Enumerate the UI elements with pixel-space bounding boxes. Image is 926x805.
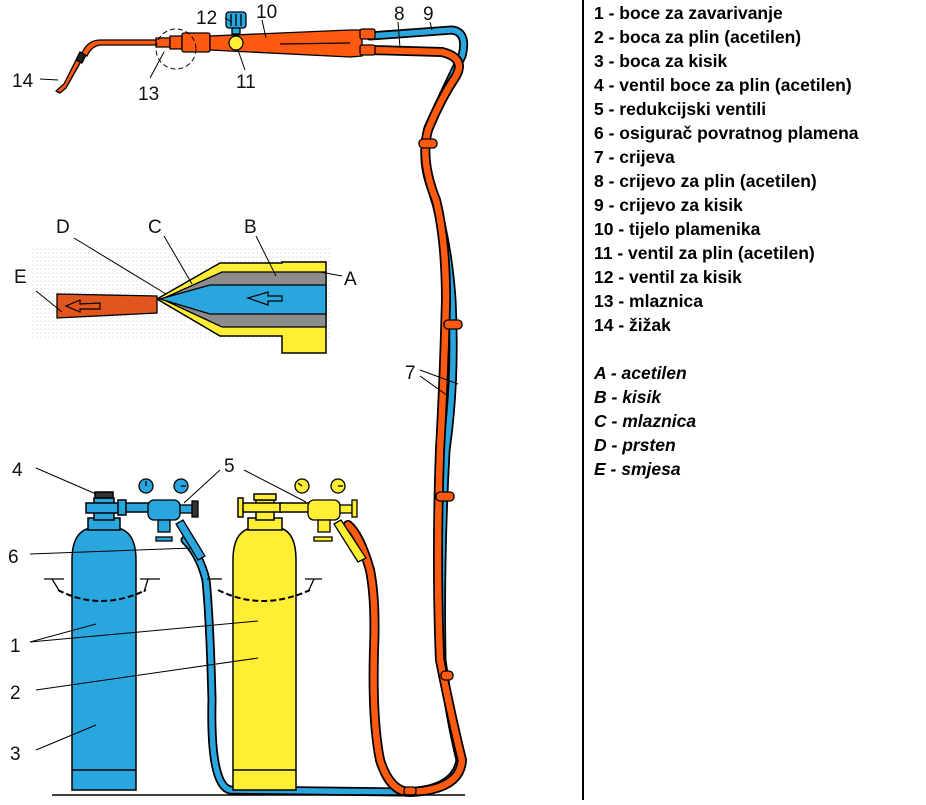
mixture-flame (56, 293, 158, 319)
acetylene-regulator (294, 478, 367, 563)
legend-item: 13 - mlaznica (594, 291, 703, 311)
legend-spacer (594, 337, 924, 361)
detail-circle (155, 28, 197, 70)
legend-item: 10 - tijelo plamenika (594, 219, 761, 239)
flashback-arrestor (175, 519, 206, 561)
legend-item: D - prsten (594, 435, 676, 455)
legend-item: 5 - redukcijski ventili (594, 99, 767, 119)
flashback-arrestor (333, 519, 367, 563)
acetylene-cylinder (232, 493, 311, 791)
callout-label: 2 (10, 683, 21, 704)
legend-item: A - acetilen (594, 363, 687, 383)
callout-label: C (148, 217, 162, 238)
callout-label: 3 (10, 744, 21, 765)
oxygen-cylinder (71, 491, 161, 791)
oxy-acetylene-welding-diagram: 14 13 12 11 10 8 9 E D C B (8, 2, 469, 797)
callout-label: A (344, 269, 357, 290)
callout-label: 10 (256, 2, 277, 23)
flow-arrow (246, 291, 283, 306)
legend-numbered-list: 1 - boce za zavarivanje 2 - boca za plin … (594, 1, 924, 337)
welding-torch (55, 11, 376, 94)
callout-label: E (14, 267, 27, 288)
legend-item: 11 - ventil za plin (acetilen) (594, 243, 815, 263)
hose-clamp (418, 138, 438, 149)
legend-item: 4 - ventil boce za plin (acetilen) (594, 75, 852, 95)
callout-label: D (56, 217, 70, 238)
cylinder-chains (57, 589, 311, 602)
legend-item: 7 - crijeva (594, 147, 675, 167)
legend-item: B - kisik (594, 387, 662, 407)
callout-label: B (244, 217, 257, 238)
legend: 1 - boce za zavarivanje 2 - boca za plin … (594, 1, 924, 481)
hose-clamps (403, 138, 463, 796)
oxygen-regulator (138, 478, 206, 561)
callout-label: 9 (423, 4, 434, 25)
acetylene-valve (228, 35, 244, 51)
callout-label: 4 (12, 460, 23, 481)
callout-label: 8 (394, 4, 405, 25)
flow-arrow (64, 299, 101, 313)
callout-label: 6 (8, 547, 19, 568)
legend-item: C - mlaznica (594, 411, 697, 431)
hose-clamp (443, 319, 463, 330)
legend-item: E - smjesa (594, 459, 681, 479)
legend-item: 14 - žižak (594, 315, 671, 335)
callout-label: 12 (196, 8, 217, 29)
nozzle-cross-section: E D C B A (14, 217, 357, 354)
legend-item: 8 - crijevo za plin (acetilen) (594, 171, 817, 191)
hose-clamp (435, 491, 455, 502)
hose-clamp (440, 670, 454, 681)
hose-clamp (403, 786, 417, 796)
callout-label: 11 (236, 72, 256, 93)
oxygen-core (157, 284, 327, 315)
legend-item: 6 - osigurač povratnog plamena (594, 123, 859, 143)
legend-item: 3 - boca za kisik (594, 51, 728, 71)
callout-label: 1 (10, 636, 21, 657)
callout-label: 13 (138, 84, 159, 105)
callout-label: 5 (224, 456, 235, 477)
legend-item: 1 - boce za zavarivanje (594, 3, 783, 23)
legend-item: 9 - crijevo za kisik (594, 195, 743, 215)
legend-divider (582, 0, 584, 800)
callout-label: 7 (405, 363, 416, 384)
legend-item: 2 - boca za plin (acetilen) (594, 27, 802, 47)
torch-callouts (39, 17, 433, 81)
torch-neck (81, 39, 159, 57)
callout-label: 14 (12, 71, 34, 92)
legend-item: 12 - ventil za kisik (594, 267, 742, 287)
hose-acetylene (343, 45, 467, 797)
legend-lettered-list: A - acetilen B - kisik C - mlaznica D - prs… (594, 361, 924, 481)
